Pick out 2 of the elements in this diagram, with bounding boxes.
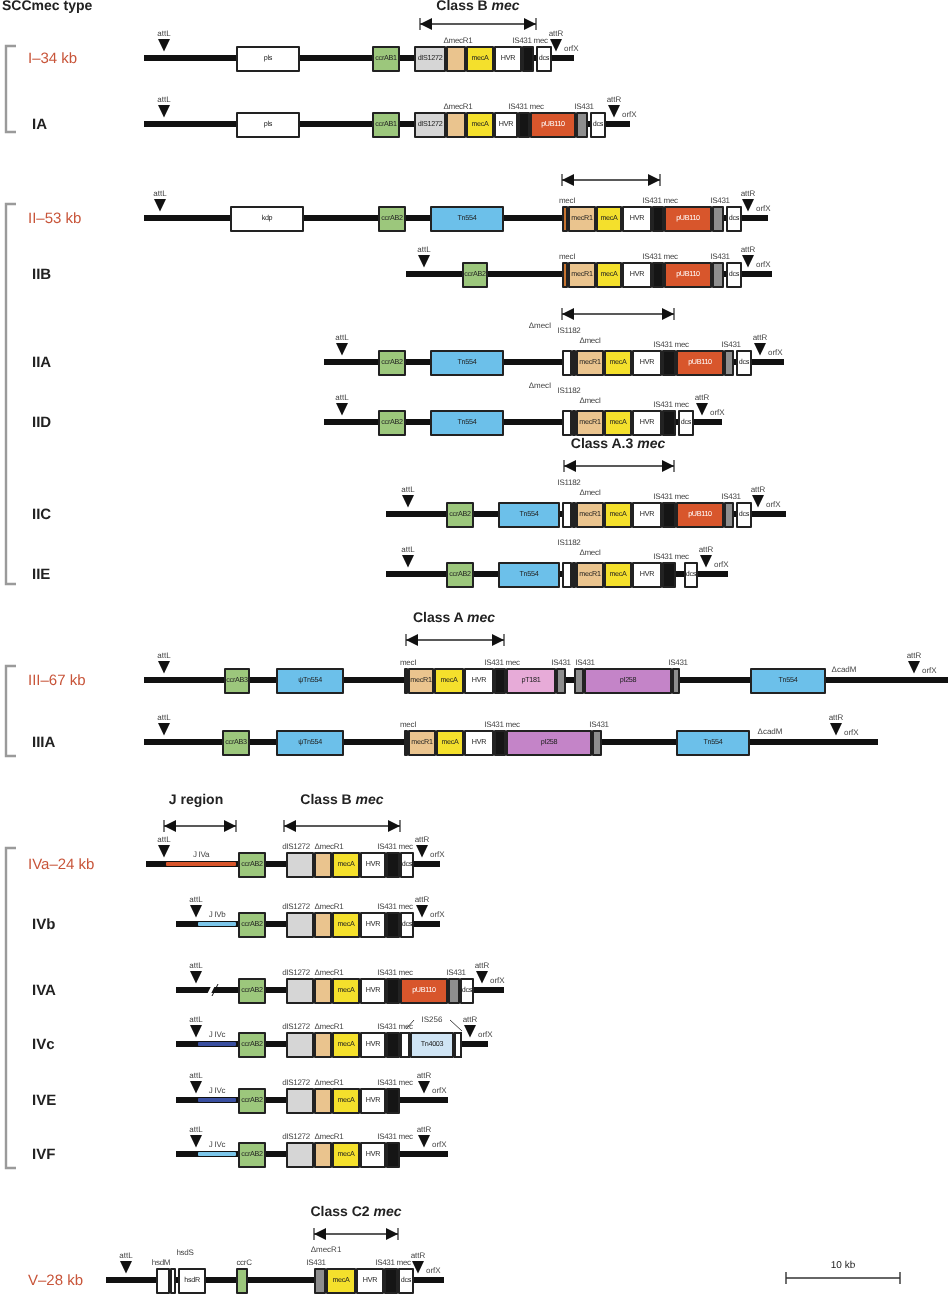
gene-box [454, 1031, 462, 1057]
gene-box [400, 1031, 410, 1057]
